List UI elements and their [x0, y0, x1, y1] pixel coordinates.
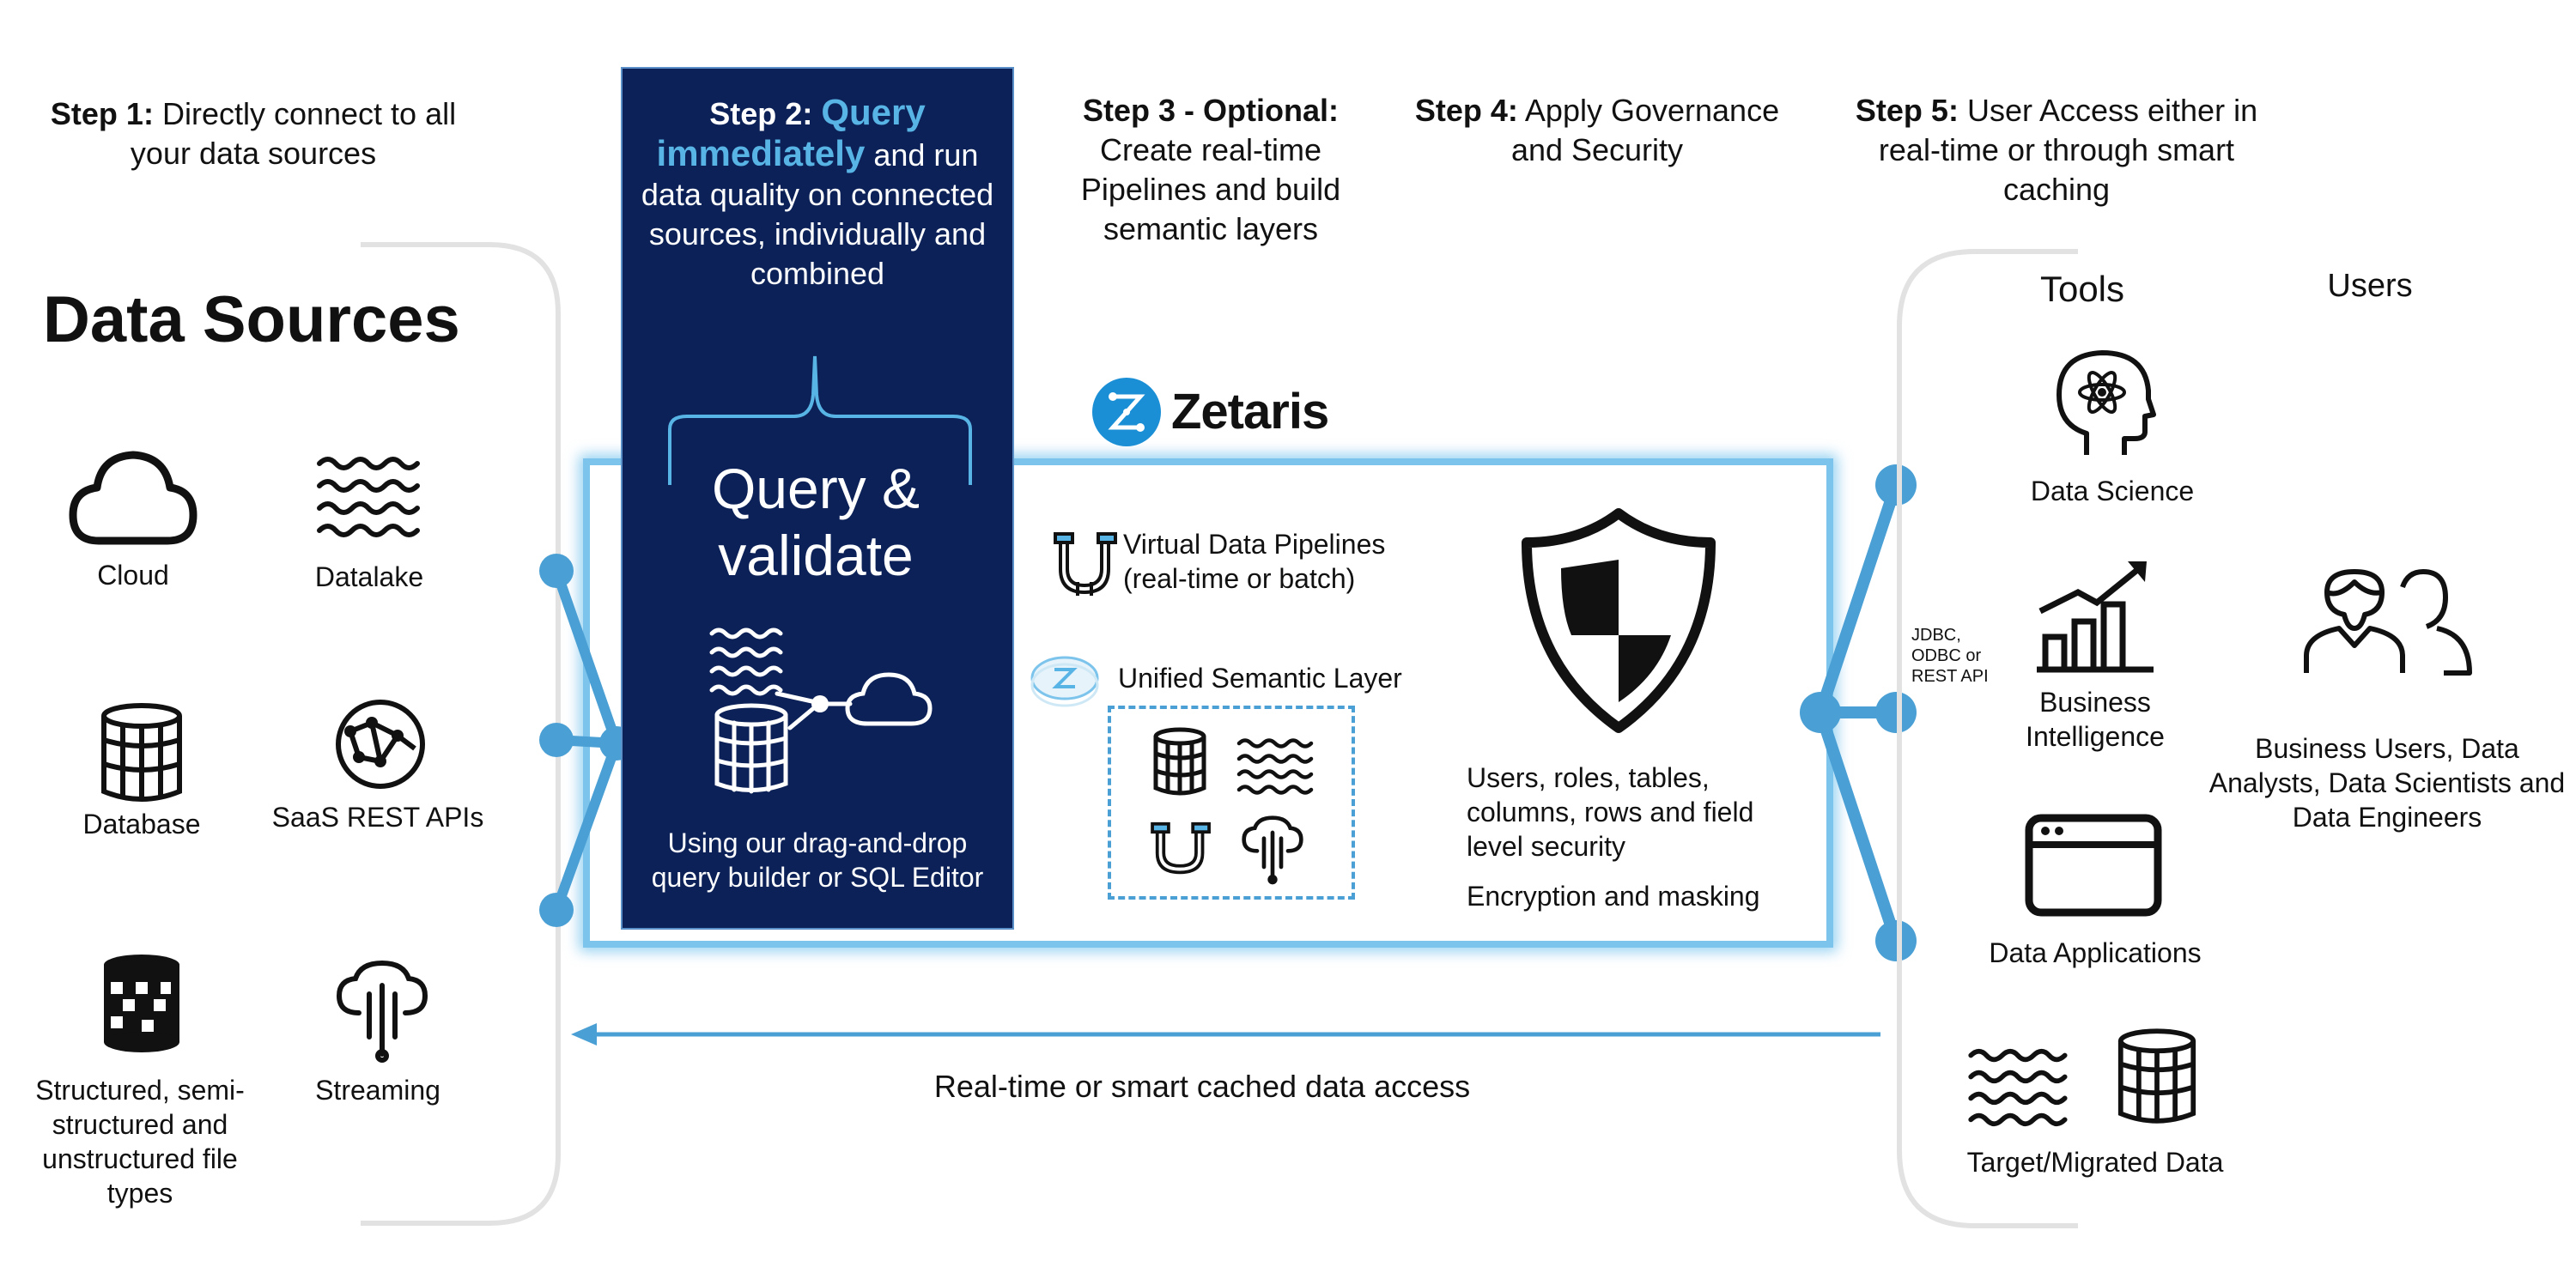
users-title: Users: [2327, 268, 2413, 304]
step-1-label: Step 1:: [50, 96, 154, 131]
datalake-icon: [1968, 1048, 2068, 1127]
tools-title: Tools: [2039, 269, 2125, 309]
step-2-accent: Query immediately: [656, 92, 926, 173]
datalake-icon: [1236, 738, 1314, 795]
database-icon: [1153, 727, 1206, 796]
step-5-heading: Step 5: User Access either in real-time …: [1855, 91, 2258, 209]
application-window-icon: [2025, 814, 2162, 917]
datalake-icon: [317, 457, 420, 537]
database-icon: [2117, 1028, 2196, 1124]
step-2-label: Step 2:: [709, 96, 813, 131]
data-sources-title: Data Sources: [43, 283, 460, 356]
target-data-label: Target/Migrated Data: [1966, 1147, 2224, 1178]
step-1-text: Directly connect to all your data source…: [130, 96, 457, 171]
step-3-text: Create real-time Pipelines and build sem…: [1080, 132, 1341, 246]
query-brace: [668, 355, 972, 485]
zetaris-logo-icon: [1092, 378, 1161, 446]
pipeline-icon: [1054, 532, 1117, 596]
data-science-icon: [2057, 350, 2156, 455]
pipeline-icon: [1151, 821, 1211, 875]
pipelines-label: Virtual Data Pipelines (real-time or bat…: [1123, 529, 1386, 594]
semantic-layer-label: Unified Semantic Layer: [1118, 663, 1402, 694]
users-icon: [2304, 569, 2472, 676]
saas-api-icon: [336, 700, 425, 789]
structured-label: Structured, semi-structured and unstruct…: [35, 1075, 245, 1209]
data-apps-label: Data Applications: [1989, 937, 2202, 968]
step-2-text: and run data quality on connected source…: [641, 137, 994, 291]
database-label: Database: [82, 809, 201, 839]
query-diagram-icon: [709, 627, 933, 794]
streaming-icon: [1242, 815, 1303, 885]
saas-label: SaaS REST APIs: [271, 802, 484, 833]
step-4-heading: Step 4: Apply Governance and Security: [1400, 91, 1795, 170]
bar-chart-icon: [2037, 561, 2154, 673]
zetaris-wordmark: Zetaris: [1171, 384, 1329, 439]
step-2-heading: Step 2: Query immediately and run data q…: [631, 93, 1004, 294]
query-caption: Using our drag-and-drop query builder or…: [651, 827, 984, 893]
step-4-text: Apply Governance and Security: [1510, 93, 1780, 167]
step-3-label: Step 3 - Optional:: [1082, 93, 1339, 128]
datalake-label: Datalake: [314, 561, 424, 592]
security-text: Users, roles, tables, columns, rows and …: [1467, 762, 1754, 862]
semantic-layer-icon: [1030, 656, 1099, 707]
bi-label: Business Intelligence: [2026, 687, 2165, 752]
step-1-heading: Step 1: Directly connect to all your dat…: [34, 94, 472, 173]
return-arrow-label: Real-time or smart cached data access: [933, 1069, 1471, 1104]
step-2-panel: [621, 67, 1014, 930]
protocols-label: JDBC, ODBC or REST API: [1911, 626, 1989, 686]
data-science-label: Data Science: [2030, 476, 2195, 506]
step-5-label: Step 5:: [1855, 93, 1959, 128]
step-3-heading: Step 3 - Optional: Create real-time Pipe…: [1065, 91, 1357, 249]
step-4-label: Step 4:: [1414, 93, 1518, 128]
semantic-layer-box: [1108, 706, 1355, 900]
streaming-icon: [336, 960, 428, 1063]
users-description: Business Users, Data Analysts, Data Scie…: [2208, 733, 2566, 833]
encryption-text: Encryption and masking: [1467, 881, 1760, 912]
cloud-label: Cloud: [97, 560, 169, 591]
cloud-icon: [69, 451, 197, 545]
query-validate-title: Query & validate: [711, 457, 920, 587]
structured-files-icon: [104, 955, 179, 1052]
shield-icon: [1522, 508, 1716, 733]
step-5-text: User Access either in real-time or throu…: [1878, 93, 2258, 207]
streaming-label: Streaming: [315, 1075, 440, 1106]
database-icon: [101, 703, 182, 802]
